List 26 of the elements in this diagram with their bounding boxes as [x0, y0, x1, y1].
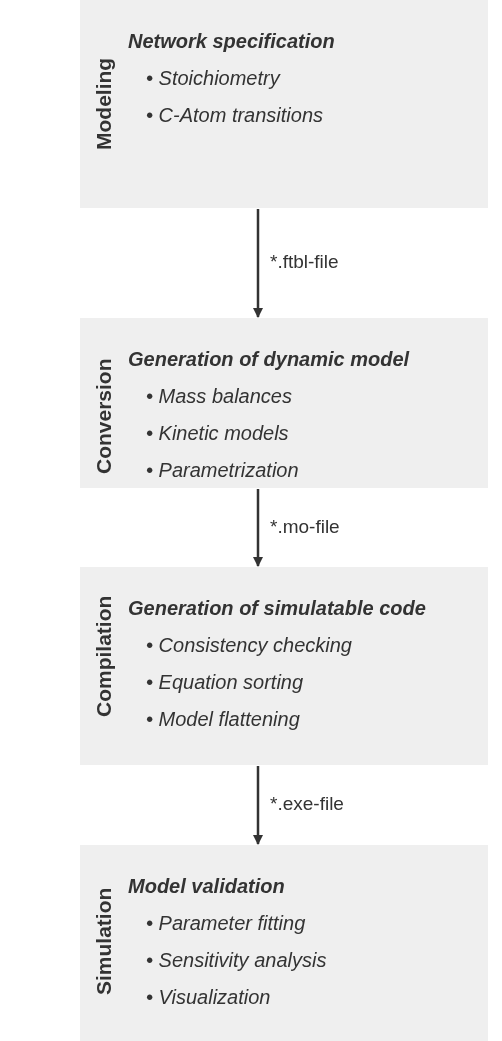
bullet-item: • Mass balances: [146, 385, 292, 408]
stage-heading: Generation of simulatable code: [128, 597, 426, 620]
bullet-item: • Equation sorting: [146, 671, 304, 694]
stage-heading: Network specification: [128, 30, 335, 53]
bullet-item: • Visualization: [146, 986, 271, 1009]
bullet-item: • Consistency checking: [146, 634, 352, 657]
stage-label: Compilation: [92, 595, 116, 717]
arrow: [253, 209, 263, 318]
arrow: [253, 489, 263, 567]
stage-box: [80, 845, 488, 1041]
stage-box: [80, 318, 488, 488]
bullet-item: • Parametrization: [146, 459, 299, 482]
bullet-item: • Kinetic models: [146, 422, 289, 445]
bullet-item: • Sensitivity analysis: [146, 949, 327, 972]
bullet-item: • Model flattening: [146, 708, 300, 731]
stage-box: [80, 567, 488, 765]
stage-heading: Model validation: [128, 875, 285, 898]
bullet-item: • Stoichiometry: [146, 67, 280, 90]
bullet-item: • Parameter fitting: [146, 912, 306, 935]
stage-label: Modeling: [92, 57, 116, 150]
stage-box: [80, 0, 488, 208]
bullet-item: • C-Atom transitions: [146, 104, 324, 127]
stage-label: Conversion: [92, 358, 116, 474]
stage-heading: Generation of dynamic model: [128, 348, 410, 371]
arrow: [253, 766, 263, 845]
stage-label: Simulation: [92, 887, 116, 995]
